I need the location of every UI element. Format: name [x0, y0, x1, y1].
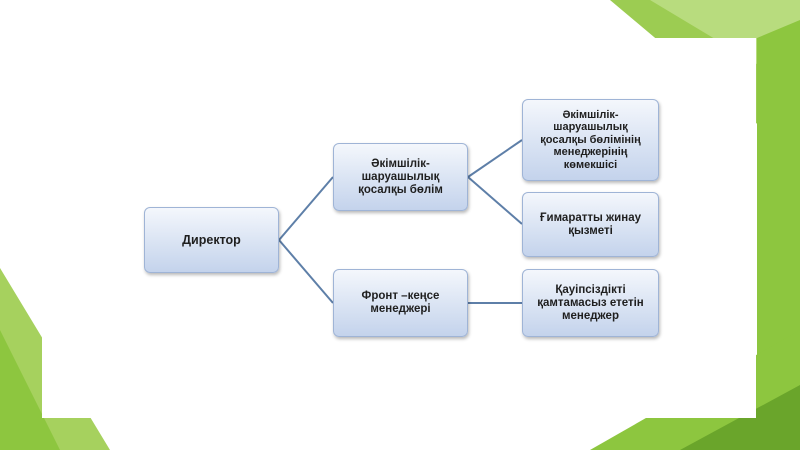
green-triangle-bottom-left-dark: [0, 330, 60, 450]
node-admin-assistant-label: Әкімшілік-шаруашылық қосалқы бөлімінің м…: [540, 108, 641, 171]
node-building-cleaning-label: Ғимаратты жинау қызметі: [539, 211, 641, 237]
node-front-office-manager: Фронт –кеңсе менеджері: [333, 269, 468, 337]
node-security-manager-label: Қауіпсіздікті қамтамасыз ететін менеджер: [537, 283, 644, 322]
connector-director-admin: [278, 176, 334, 241]
connector-admin-cleaning: [467, 176, 523, 225]
node-director-label: Директор: [182, 232, 241, 247]
connector-director-front: [278, 239, 334, 304]
node-front-office-manager-label: Фронт –кеңсе менеджері: [361, 290, 440, 315]
node-building-cleaning: Ғимаратты жинау қызметі: [522, 192, 659, 257]
node-admin-assistant: Әкімшілік-шаруашылық қосалқы бөлімінің м…: [522, 99, 659, 181]
node-admin-department-label: Әкімшілік-шаруашылық қосалқы бөлім: [358, 157, 443, 196]
connector-admin-assistant: [467, 139, 523, 178]
node-security-manager: Қауіпсіздікті қамтамасыз ететін менеджер: [522, 269, 659, 337]
node-admin-department: Әкімшілік-шаруашылық қосалқы бөлім: [333, 143, 468, 211]
node-director: Директор: [144, 207, 279, 273]
